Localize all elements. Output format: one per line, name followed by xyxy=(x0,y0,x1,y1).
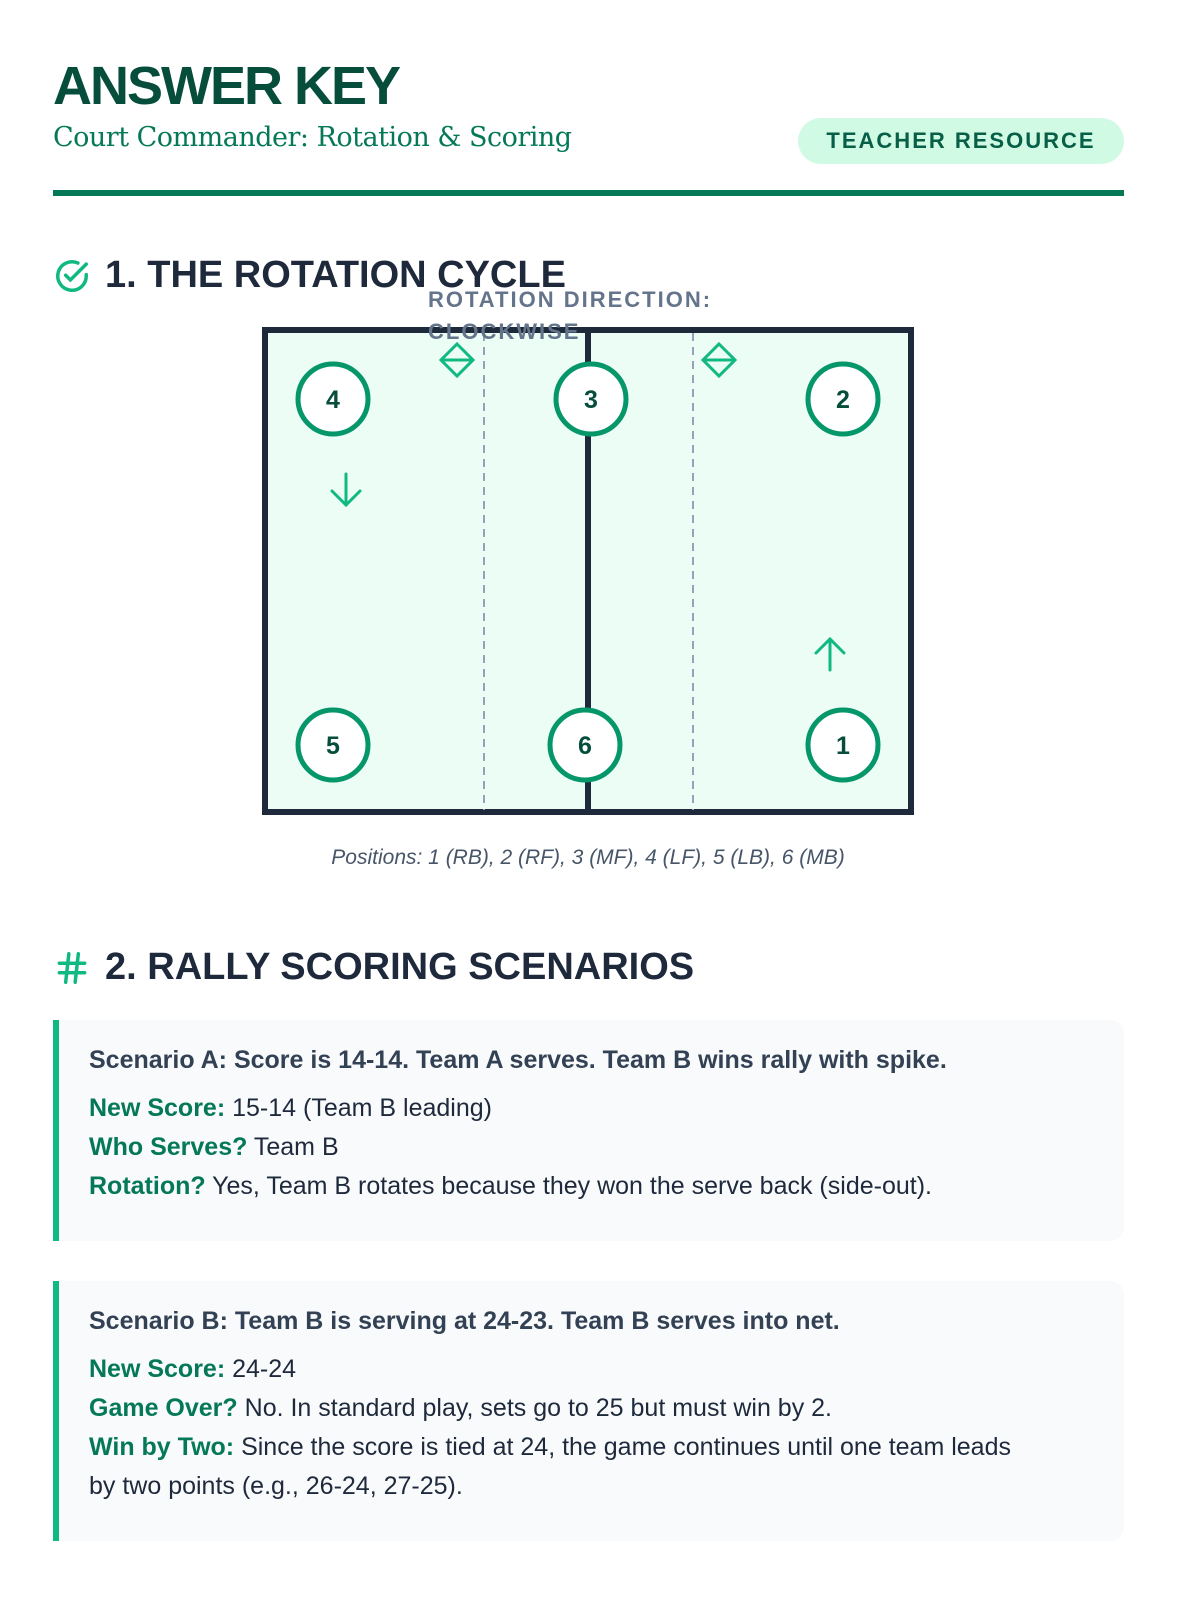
answer-line: Who Serves? Team B xyxy=(89,1133,339,1161)
position-circle xyxy=(295,707,371,783)
answer-line: Game Over? No. In standard play, sets go… xyxy=(89,1394,832,1422)
answer-line: Rotation? Yes, Team B rotates because th… xyxy=(89,1172,932,1200)
position-circle xyxy=(547,707,623,783)
scenario-card-b: Scenario B: Team B is serving at 24-23. … xyxy=(53,1281,1124,1541)
position-number: 2 xyxy=(836,386,850,414)
page-subtitle: Court Commander: Rotation & Scoring xyxy=(53,122,572,153)
rotation-direction-label: ROTATION DIRECTION: CLOCKWISE xyxy=(428,287,713,344)
diamond-icon xyxy=(438,341,476,379)
section-heading-scoring: 2. RALLY SCORING SCENARIOS xyxy=(53,946,694,989)
position-number: 1 xyxy=(836,732,850,760)
answer-line: New Score: 24-24 xyxy=(89,1355,297,1383)
position-marker-3: 3 xyxy=(553,361,629,437)
section-title: 2. RALLY SCORING SCENARIOS xyxy=(105,946,695,988)
arrow-up-icon xyxy=(814,636,846,672)
page-title: ANSWER KEY xyxy=(53,56,401,116)
section-title: 1. THE ROTATION CYCLE xyxy=(105,254,566,296)
position-marker-4: 4 xyxy=(295,361,371,437)
position-circle xyxy=(553,361,629,437)
position-circle xyxy=(295,361,371,437)
positions-caption: Positions: 1 (RB), 2 (RF), 3 (MF), 4 (LF… xyxy=(331,846,845,869)
position-marker-5: 5 xyxy=(295,707,371,783)
position-number: 3 xyxy=(584,386,598,414)
teacher-resource-badge: TEACHER RESOURCE xyxy=(798,118,1124,164)
section-heading-rotation: 1. THE ROTATION CYCLE xyxy=(53,254,566,297)
court-diagram: 4 3 2 5 6 1 xyxy=(262,327,914,815)
scenario-question: Scenario A: Score is 14-14. Team A serve… xyxy=(89,1046,947,1074)
diamond-icon xyxy=(700,341,738,379)
arrow-down-icon xyxy=(330,472,362,508)
scenario-card-a: Scenario A: Score is 14-14. Team A serve… xyxy=(53,1020,1124,1241)
position-circle xyxy=(805,361,881,437)
scenario-question: Scenario B: Team B is serving at 24-23. … xyxy=(89,1307,840,1335)
position-number: 5 xyxy=(326,732,340,760)
position-circle xyxy=(805,707,881,783)
check-circle-icon xyxy=(56,259,88,292)
answer-line: Win by Two: Since the score is tied at 2… xyxy=(89,1433,1011,1500)
hash-icon xyxy=(57,951,87,984)
position-number: 6 xyxy=(578,732,592,760)
position-number: 4 xyxy=(326,386,340,414)
position-marker-2: 2 xyxy=(805,361,881,437)
answer-line: New Score: 15-14 (Team B leading) xyxy=(89,1094,492,1122)
position-marker-6: 6 xyxy=(547,707,623,783)
position-marker-1: 1 xyxy=(805,707,881,783)
header-divider xyxy=(53,190,1124,196)
